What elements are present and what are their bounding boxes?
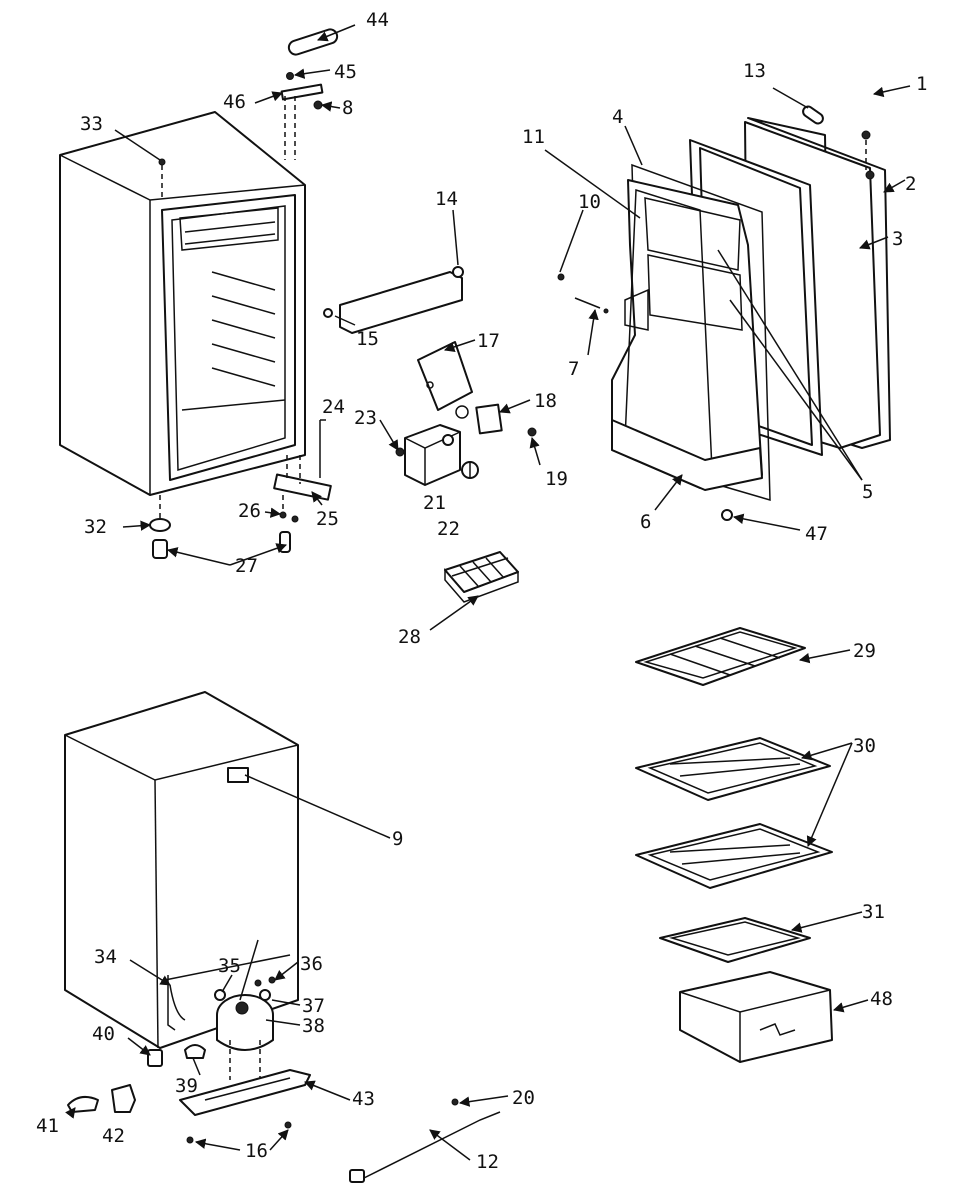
part-label-10: 10 bbox=[578, 191, 601, 213]
cabinet-front bbox=[59, 111, 306, 496]
cabinet-back bbox=[64, 691, 299, 1049]
part-label-25: 25 bbox=[316, 508, 339, 530]
part-label-22: 22 bbox=[437, 518, 460, 540]
part-label-36: 36 bbox=[300, 953, 323, 975]
crisper-glass-shelf bbox=[659, 917, 811, 963]
part-label-34: 34 bbox=[94, 946, 117, 968]
part-label-33: 33 bbox=[80, 113, 103, 135]
part-label-3: 3 bbox=[892, 228, 903, 250]
relay-overload-parts bbox=[67, 1044, 292, 1144]
part-label-20: 20 bbox=[512, 1087, 535, 1109]
crisper-drawer bbox=[679, 971, 833, 1063]
part-label-41: 41 bbox=[36, 1115, 59, 1137]
part-label-17: 17 bbox=[477, 330, 500, 352]
part-label-47: 47 bbox=[805, 523, 828, 545]
part-label-40: 40 bbox=[92, 1023, 115, 1045]
part-label-24: 24 bbox=[322, 396, 345, 418]
part-label-32: 32 bbox=[84, 516, 107, 538]
door-assembly bbox=[557, 105, 891, 521]
part-label-7: 7 bbox=[568, 358, 579, 380]
wire-shelf-lower bbox=[635, 823, 833, 889]
part-label-44: 44 bbox=[366, 9, 389, 31]
part-label-14: 14 bbox=[435, 188, 458, 210]
part-label-21: 21 bbox=[423, 492, 446, 514]
part-label-5: 5 bbox=[862, 481, 873, 503]
leader-lines bbox=[65, 24, 911, 1161]
part-label-35: 35 bbox=[218, 955, 241, 977]
part-label-37: 37 bbox=[302, 995, 325, 1017]
part-label-39: 39 bbox=[175, 1075, 198, 1097]
part-label-15: 15 bbox=[356, 328, 379, 350]
part-label-6: 6 bbox=[640, 511, 651, 533]
part-label-12: 12 bbox=[476, 1151, 499, 1173]
part-label-23: 23 bbox=[354, 407, 377, 429]
compressor-base-plate bbox=[179, 1069, 311, 1116]
part-label-45: 45 bbox=[334, 61, 357, 83]
part-label-38: 38 bbox=[302, 1015, 325, 1037]
wire-shelf-upper bbox=[635, 737, 831, 801]
part-number-labels: 44 45 46 8 33 13 1 2 3 4 11 10 14 15 17 … bbox=[36, 9, 927, 1173]
crisper-cover-part bbox=[323, 266, 464, 334]
part-label-29: 29 bbox=[853, 640, 876, 662]
part-label-11: 11 bbox=[522, 126, 545, 148]
part-label-26: 26 bbox=[238, 500, 261, 522]
compressor-assembly bbox=[214, 976, 276, 1080]
part-label-46: 46 bbox=[223, 91, 246, 113]
part-label-16: 16 bbox=[245, 1140, 268, 1162]
part-label-43: 43 bbox=[352, 1088, 375, 1110]
part-label-42: 42 bbox=[102, 1125, 125, 1147]
part-label-8: 8 bbox=[342, 97, 353, 119]
ice-cube-tray bbox=[444, 551, 519, 603]
power-cord bbox=[349, 1098, 501, 1183]
freezer-shelf bbox=[635, 627, 806, 686]
part-label-4: 4 bbox=[612, 106, 623, 128]
part-label-1: 1 bbox=[916, 73, 927, 95]
control-panel-parts bbox=[395, 341, 537, 486]
part-label-27: 27 bbox=[235, 555, 258, 577]
part-label-2: 2 bbox=[905, 173, 916, 195]
part-label-28: 28 bbox=[398, 626, 421, 648]
part-label-9: 9 bbox=[392, 828, 403, 850]
shelf-rails bbox=[211, 271, 276, 387]
part-label-48: 48 bbox=[870, 988, 893, 1010]
part-label-18: 18 bbox=[534, 390, 557, 412]
part-label-19: 19 bbox=[545, 468, 568, 490]
part-label-31: 31 bbox=[862, 901, 885, 923]
part-label-13: 13 bbox=[743, 60, 766, 82]
part-label-30: 30 bbox=[853, 735, 876, 757]
